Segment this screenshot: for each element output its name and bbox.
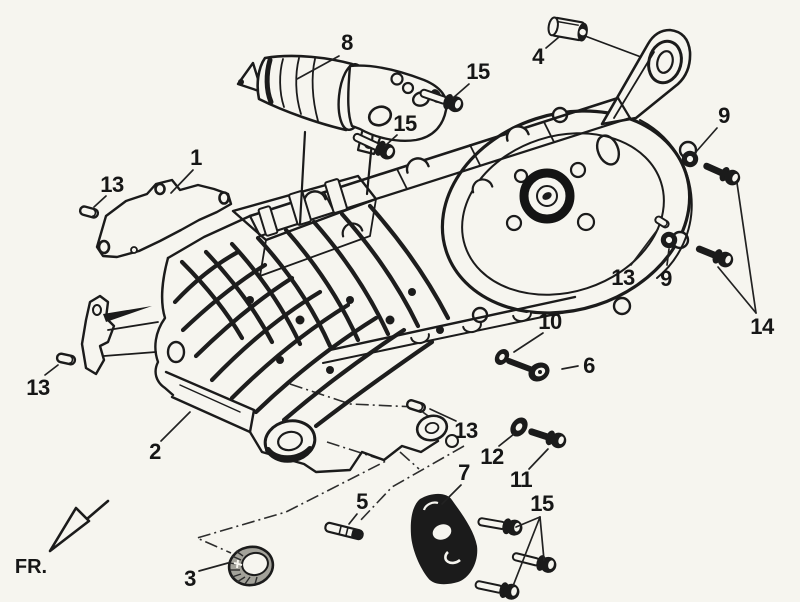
callout-part-13: 13 <box>26 375 50 400</box>
callout-part-13: 13 <box>100 172 124 197</box>
callout-part-15: 15 <box>393 111 417 136</box>
callout-part-10: 10 <box>538 309 562 334</box>
callout-part-3: 3 <box>184 566 196 591</box>
bolt-6 <box>506 358 550 382</box>
part-4-bushing <box>547 16 588 42</box>
part-8-starter-motor <box>236 54 448 156</box>
callout-part-14: 14 <box>750 314 774 339</box>
callout-part-6: 6 <box>583 353 595 378</box>
callout-part-9: 9 <box>660 266 672 291</box>
callout-part-13: 13 <box>611 265 635 290</box>
callout-part-9: 9 <box>718 103 730 128</box>
callout-part-11: 11 <box>509 467 533 492</box>
callout-part-2: 2 <box>149 439 161 464</box>
callout-part-7: 7 <box>458 460 470 485</box>
callout-part-15: 15 <box>530 491 554 516</box>
part-7-bracket <box>410 493 478 585</box>
part-1-gasket-plate <box>95 178 233 259</box>
part-5-stud <box>324 521 364 541</box>
callout-part-13: 13 <box>454 418 478 443</box>
part-3-ring <box>227 545 275 587</box>
callout-part-12: 12 <box>480 444 504 469</box>
callout-part-5: 5 <box>356 489 368 514</box>
front-direction-arrow <box>48 499 110 553</box>
callout-part-8: 8 <box>341 30 353 55</box>
callout-part-1: 1 <box>190 145 202 170</box>
callout-part-15: 15 <box>466 59 490 84</box>
leader-lines <box>44 36 757 587</box>
front-direction-label: FR. <box>14 556 48 578</box>
hardware-parts <box>55 16 743 602</box>
crankcase-body-drawing <box>80 28 698 474</box>
callout-part-4: 4 <box>532 44 544 69</box>
